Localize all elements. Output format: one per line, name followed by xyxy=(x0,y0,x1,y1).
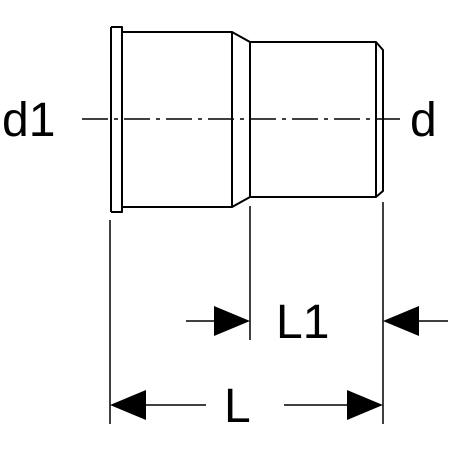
L-arrowhead-left xyxy=(110,390,146,420)
dimension-L1 xyxy=(186,306,448,336)
L1-arrowhead-right xyxy=(383,306,419,336)
label-d: d xyxy=(410,94,437,147)
extension-lines xyxy=(109,202,384,424)
label-L1: L1 xyxy=(276,296,329,349)
small-section xyxy=(250,41,384,198)
dimension-L xyxy=(110,390,383,420)
label-L: L xyxy=(224,380,251,433)
L1-arrowhead-left xyxy=(214,306,250,336)
L-arrowhead-right xyxy=(347,390,383,420)
left-rim xyxy=(110,26,123,213)
label-d1: d1 xyxy=(2,94,55,147)
